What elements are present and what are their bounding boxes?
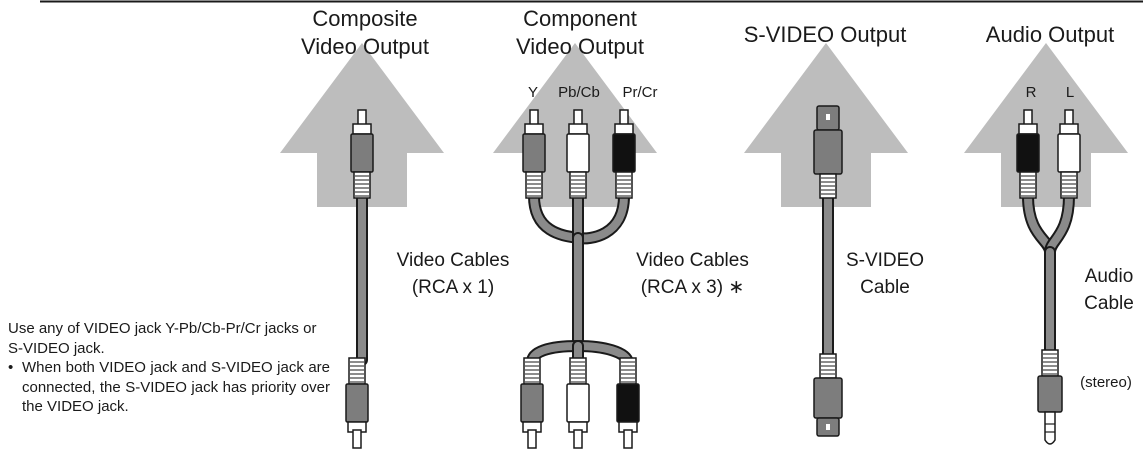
rca-body [566, 133, 590, 173]
svideo-key [826, 114, 830, 120]
jack-label-pr-cr: Pr/Cr [622, 84, 658, 101]
mini-body [1037, 375, 1063, 413]
component-pb-top-plug [566, 109, 590, 199]
rca-pin [352, 429, 362, 449]
component-pr-top-plug [612, 109, 636, 199]
rca-sleeve [1018, 123, 1038, 135]
rca-body [345, 383, 369, 423]
rca-sleeve [1059, 123, 1079, 135]
svideo-body [813, 377, 843, 419]
jack-label-y: Y [527, 84, 538, 101]
rca-body [350, 133, 374, 173]
audio-mini-plug [1037, 349, 1063, 445]
component-y-bottom-plug [520, 357, 544, 449]
audio-cable-line2: Cable [1084, 293, 1134, 314]
audio-output-arrow [964, 43, 1128, 207]
rca-sleeve [568, 123, 588, 135]
jack-label-l: L [1065, 84, 1075, 101]
composite-top-plug [350, 109, 374, 199]
svideo-bottom-plug [813, 353, 843, 437]
svideo-body [813, 129, 843, 175]
component-y-top-plug [522, 109, 546, 199]
rca-body [1016, 133, 1040, 173]
svideo-cable-line2: Cable [860, 277, 910, 298]
audio-r-plug [1016, 109, 1040, 199]
rca3-cable-line2: (RCA x 3) ∗ [640, 277, 745, 298]
rca-pin [573, 429, 583, 449]
note-intro: Use any of VIDEO jack Y-Pb/Cb-Pr/Cr jack… [8, 320, 317, 357]
rca-sleeve [614, 123, 634, 135]
rca1-cable-line2: (RCA x 1) [411, 277, 495, 298]
rca1-cable-label: Video Cables (RCA x 1) [388, 247, 518, 301]
rca-pin [527, 429, 537, 449]
svideo-top-plug [813, 105, 843, 199]
jack-label-r: R [1025, 84, 1037, 101]
audio-stereo-note: (stereo) [1080, 374, 1132, 391]
svideo-key [826, 424, 830, 430]
rca-pin [623, 429, 633, 449]
svideo-cable-label: S-VIDEO Cable [830, 247, 940, 301]
rca3-cable-label: Video Cables (RCA x 3) ∗ [620, 247, 765, 301]
composite-bottom-plug [345, 357, 369, 449]
jack-label-pb-cb: Pb/Cb [558, 84, 600, 101]
rca-body [566, 383, 590, 423]
note-bullet: When both VIDEO jack and S-VIDEO jack ar… [8, 358, 330, 417]
rca1-cable-line1: Video Cables [396, 250, 510, 271]
rca3-cable-line1: Video Cables [636, 250, 749, 271]
composite-title-line2: Video Output [300, 34, 430, 59]
rca-sleeve [524, 123, 544, 135]
svideo-output-title: S-VIDEO Output [743, 22, 907, 47]
composite-title-line1: Composite [312, 6, 418, 31]
connection-note: Use any of VIDEO jack Y-Pb/Cb-Pr/Cr jack… [8, 319, 330, 417]
component-title-line1: Component [523, 6, 637, 31]
rca-body [522, 133, 546, 173]
audio-l-plug [1057, 109, 1081, 199]
mini-pin [1044, 411, 1056, 445]
svideo-cable-line1: S-VIDEO [845, 250, 925, 271]
rca-body [520, 383, 544, 423]
rca-body [1057, 133, 1081, 173]
audio-output-title: Audio Output [985, 22, 1115, 47]
rca-sleeve [352, 123, 372, 135]
rca-body [612, 133, 636, 173]
component-output-title: Component Video Output [505, 5, 655, 61]
audio-cable-line1: Audio [1084, 266, 1134, 287]
rca-body [616, 383, 640, 423]
component-pb-bottom-plug [566, 357, 590, 449]
audio-cable-label: Audio Cable [1078, 263, 1140, 317]
component-pr-bottom-plug [616, 357, 640, 449]
composite-output-title: Composite Video Output [295, 5, 435, 61]
component-title-line2: Video Output [515, 34, 645, 59]
